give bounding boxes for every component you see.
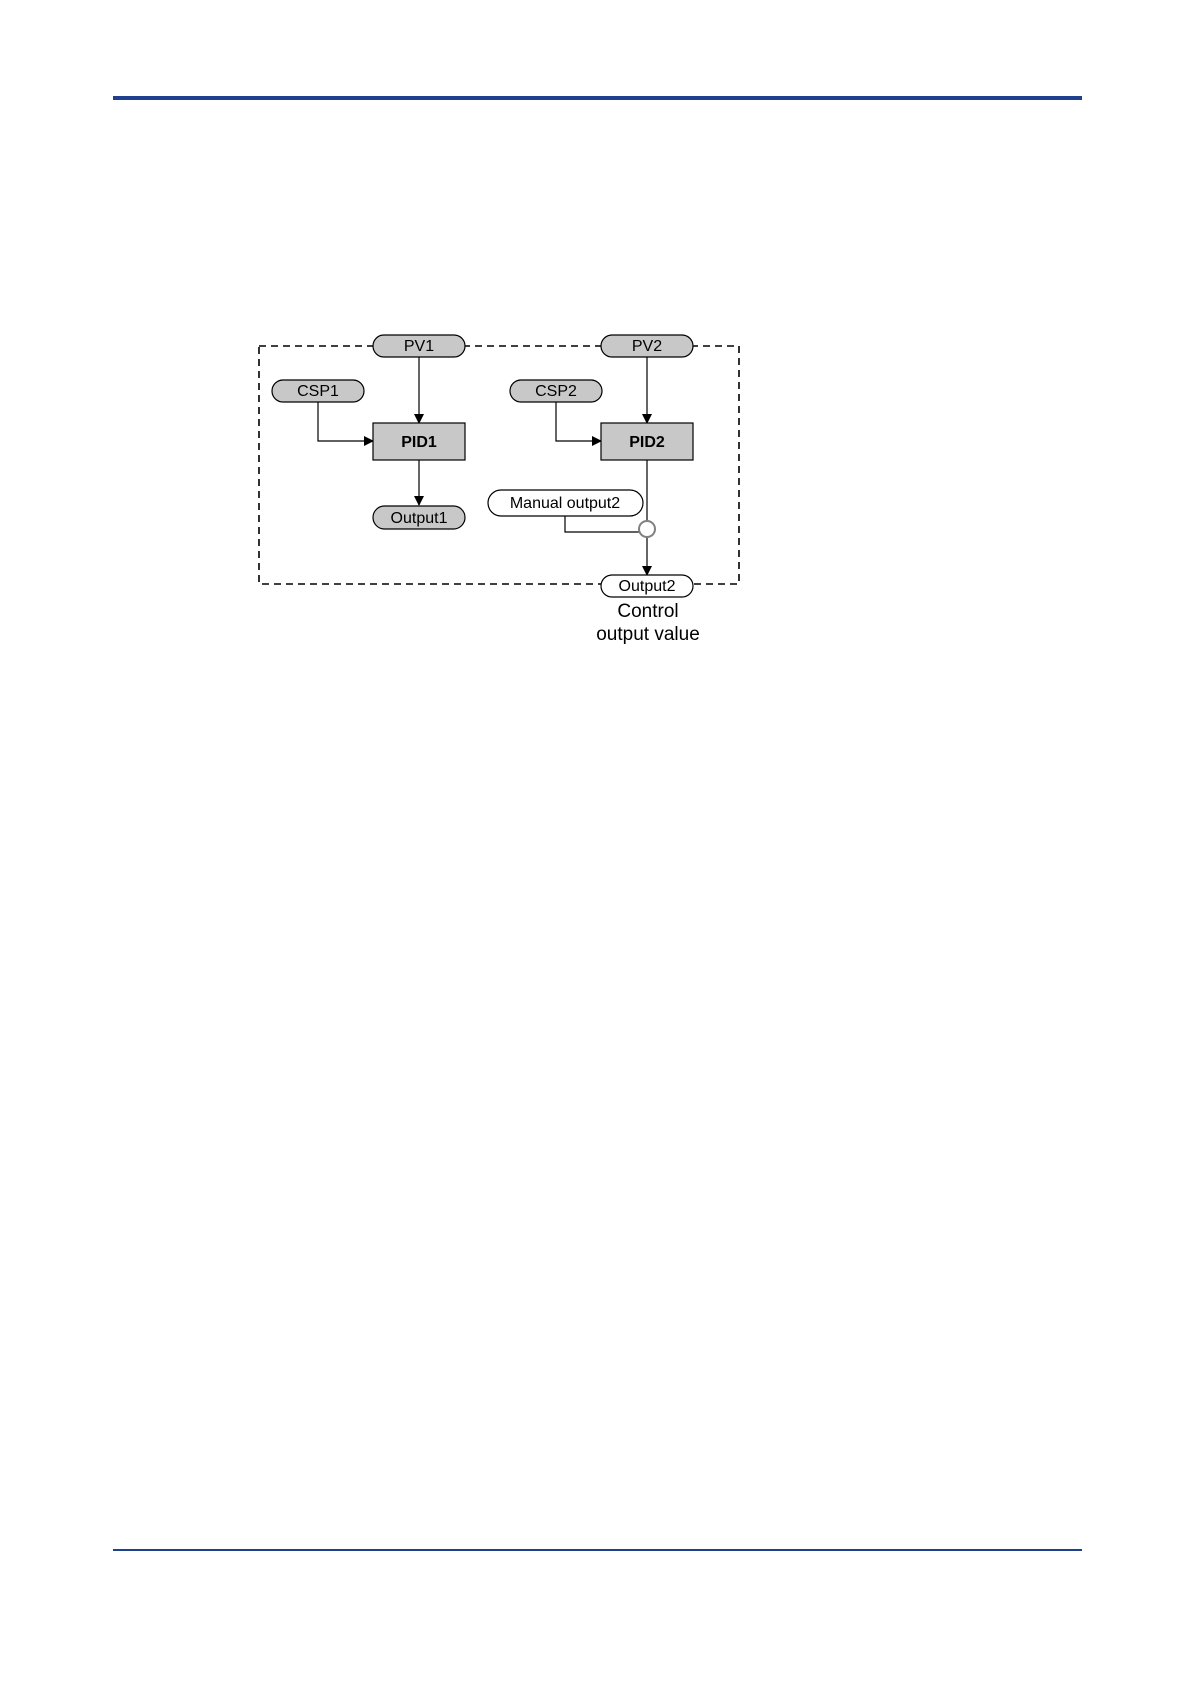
caption-line-2: output value [596,624,700,645]
pv2-node: PV2 [601,335,693,357]
output1-label: Output1 [391,510,448,527]
output2-label: Output2 [619,578,676,595]
pid1-label: PID1 [401,434,437,451]
pv1-node: PV1 [373,335,465,357]
manual-output2-node: Manual output2 [488,490,643,516]
pid1-block: PID1 [373,423,465,460]
csp2-label: CSP2 [535,383,577,400]
csp1-label: CSP1 [297,383,339,400]
caption-line-1: Control [617,601,678,622]
footer-rule [113,1549,1082,1551]
output1-node: Output1 [373,506,465,529]
manual-output2-label: Manual output2 [510,495,620,512]
csp1-node: CSP1 [272,380,364,402]
output-switch-circle [639,521,655,537]
manual-output2-to-switch-line [565,516,640,532]
output2-node: Output2 [601,575,693,597]
pid2-label: PID2 [629,434,665,451]
pv2-label: PV2 [632,338,662,355]
csp2-node: CSP2 [510,380,602,402]
pid2-block: PID2 [601,423,693,460]
pv1-label: PV1 [404,338,434,355]
csp1-to-pid1-arrow [318,402,373,441]
csp2-to-pid2-arrow [556,402,601,441]
